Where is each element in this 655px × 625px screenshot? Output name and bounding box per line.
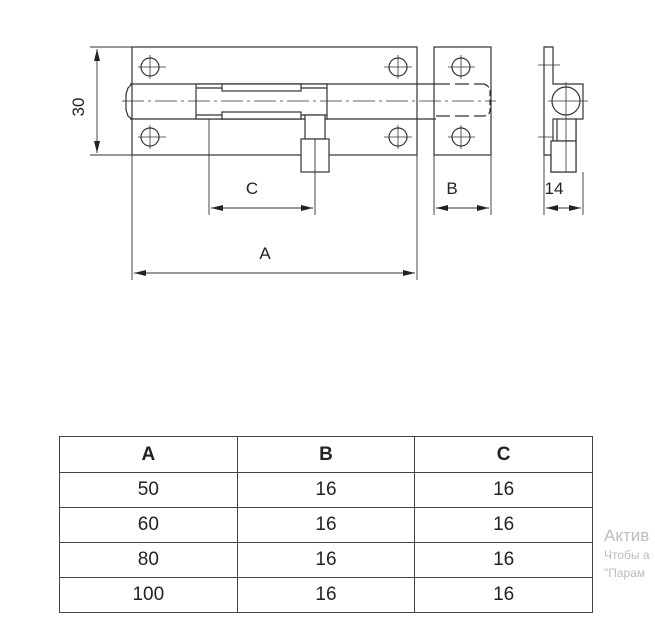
cell-a: 80 bbox=[59, 542, 238, 578]
mounting-hole-icon bbox=[448, 55, 475, 79]
cell-c: 16 bbox=[414, 507, 593, 543]
mounting-hole-icon bbox=[384, 125, 412, 149]
dimension-height bbox=[90, 46, 132, 156]
cell-b: 16 bbox=[236, 472, 416, 508]
cell-c: 16 bbox=[414, 577, 593, 613]
cell-b: 16 bbox=[236, 577, 416, 613]
cell-b: 16 bbox=[236, 507, 416, 543]
cell-c: 16 bbox=[414, 472, 593, 508]
table-row: 50 16 16 bbox=[59, 472, 593, 508]
table-row: 60 16 16 bbox=[59, 507, 593, 543]
cell-a: 100 bbox=[59, 577, 238, 613]
cell-b: 16 bbox=[236, 542, 416, 578]
dimension-a bbox=[131, 155, 418, 280]
keeper-plate bbox=[433, 46, 492, 156]
side-width-label: 14 bbox=[545, 179, 564, 198]
watermark-line-1: Чтобы а bbox=[604, 548, 650, 562]
table-row: 80 16 16 bbox=[59, 542, 593, 578]
mounting-hole-icon bbox=[138, 125, 166, 149]
header-c: C bbox=[414, 436, 593, 473]
side-view bbox=[538, 46, 588, 173]
bolt-latch-technical-drawing: 30 C A B 14 bbox=[69, 46, 588, 280]
bolt bbox=[125, 83, 491, 173]
dimension-b bbox=[433, 155, 492, 215]
mounting-hole-icon bbox=[384, 55, 412, 79]
table-row: 100 16 16 bbox=[59, 577, 593, 613]
dimension-side-width bbox=[543, 155, 584, 215]
table-header-row: A B C bbox=[59, 436, 593, 473]
header-b: B bbox=[236, 436, 416, 473]
mounting-hole-icon bbox=[448, 125, 475, 149]
dimension-c bbox=[208, 119, 316, 215]
dimensions-table: A B C 50 16 16 60 16 16 80 16 16 100 16 … bbox=[59, 436, 593, 613]
dim-a-label: A bbox=[259, 244, 271, 263]
cell-c: 16 bbox=[414, 542, 593, 578]
windows-activation-watermark: Актив Чтобы а "Парам bbox=[604, 526, 655, 582]
watermark-line-2: "Парам bbox=[604, 566, 646, 580]
dim-b-label: B bbox=[446, 179, 457, 198]
cell-a: 50 bbox=[59, 472, 238, 508]
dim-c-label: C bbox=[246, 179, 258, 198]
header-a: A bbox=[59, 436, 238, 473]
height-label: 30 bbox=[69, 98, 88, 117]
mounting-hole-icon bbox=[138, 55, 166, 79]
watermark-title: Актив bbox=[604, 526, 650, 545]
main-plate bbox=[131, 46, 418, 156]
cell-a: 60 bbox=[59, 507, 238, 543]
